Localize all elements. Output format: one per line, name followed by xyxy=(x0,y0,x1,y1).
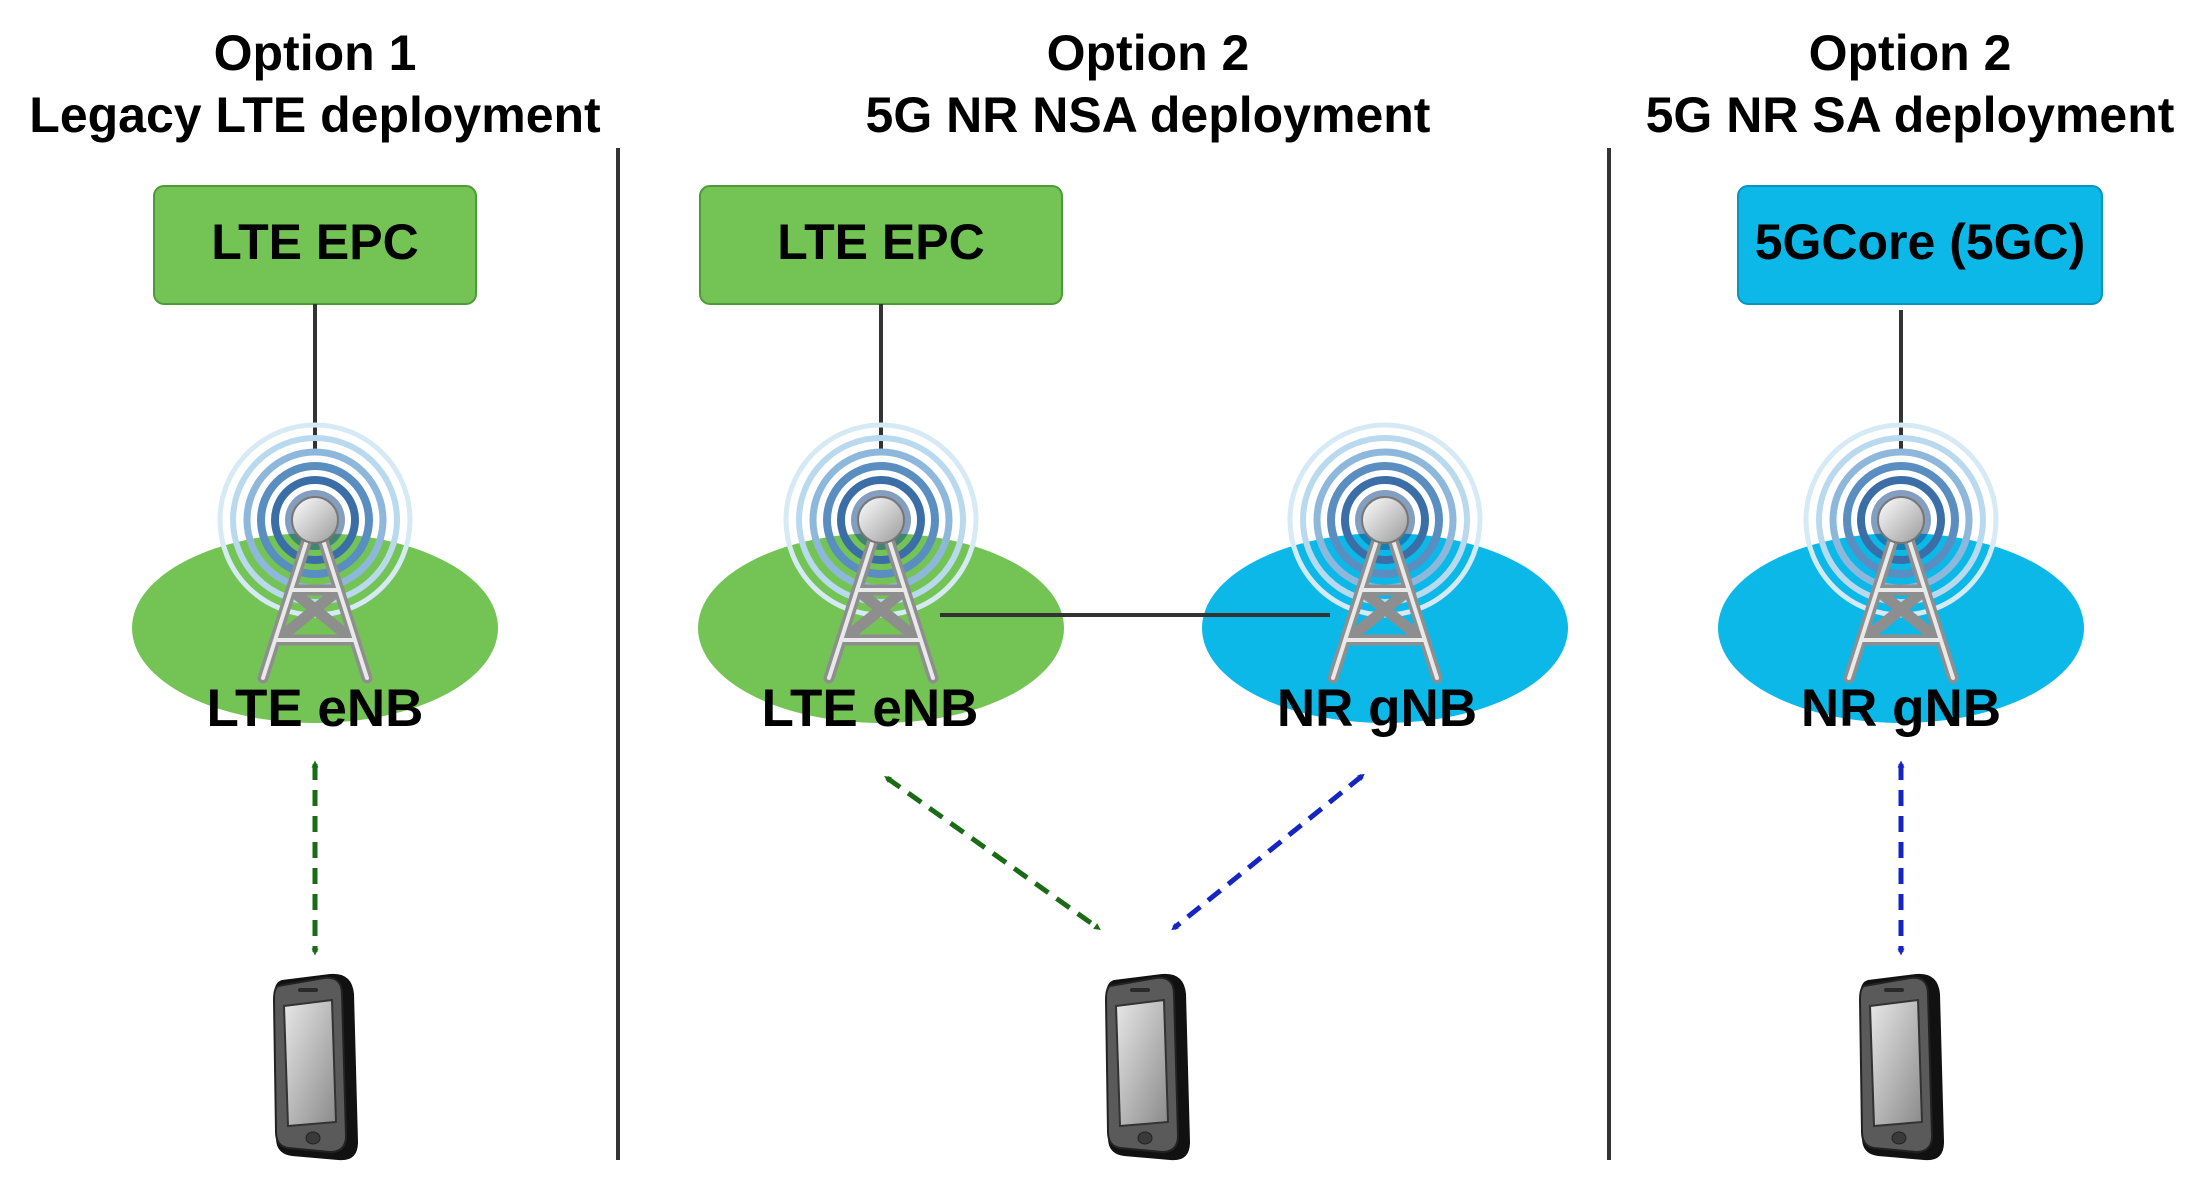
fivegc-box xyxy=(1737,185,2103,305)
section-3-option: Option 2 xyxy=(1808,25,2012,81)
section-2: LTE EPC LTE eNB NR gNB xyxy=(698,185,1568,1162)
section-3-title: Option 2 5G NR SA deployment xyxy=(1646,22,2175,146)
lte-epc-label-1: LTE EPC xyxy=(211,214,418,270)
smartphone-icon xyxy=(1859,972,1945,1162)
section-1-title: Option 1 Legacy LTE deployment xyxy=(29,22,600,146)
lte-coverage-2 xyxy=(698,533,1064,723)
section-2-title: Option 2 5G NR NSA deployment xyxy=(866,22,1431,146)
section-2-option: Option 2 xyxy=(1046,25,1250,81)
lte-enb-label-2: LTE eNB xyxy=(762,679,979,738)
section-1-option: Option 1 xyxy=(213,25,417,81)
lte-epc-label-2: LTE EPC xyxy=(777,214,984,270)
section-3: 5GCore (5GC) NR gNB xyxy=(1718,185,2103,1162)
section-1-subtitle: Legacy LTE deployment xyxy=(29,87,601,143)
lte-enb-label-1: LTE eNB xyxy=(207,679,424,738)
smartphone-icon xyxy=(1105,972,1191,1162)
section-3-subtitle: 5G NR SA deployment xyxy=(1645,87,2175,143)
fivegc-label: 5GCore (5GC) xyxy=(1755,214,2086,270)
nr-coverage-2 xyxy=(1202,533,1568,723)
nr-coverage-3 xyxy=(1718,533,2084,723)
section-2-subtitle: 5G NR NSA deployment xyxy=(865,87,1431,143)
smartphone-icon xyxy=(273,972,359,1162)
nr-gnb-label-3: NR gNB xyxy=(1801,679,2001,738)
nr-gnb-label-2: NR gNB xyxy=(1277,679,1477,738)
section-1: LTE EPC LTE eNB xyxy=(132,185,498,1162)
double-arrow-icon xyxy=(1171,773,1365,931)
double-arrow-icon xyxy=(884,775,1101,931)
lte-coverage-1 xyxy=(132,533,498,723)
